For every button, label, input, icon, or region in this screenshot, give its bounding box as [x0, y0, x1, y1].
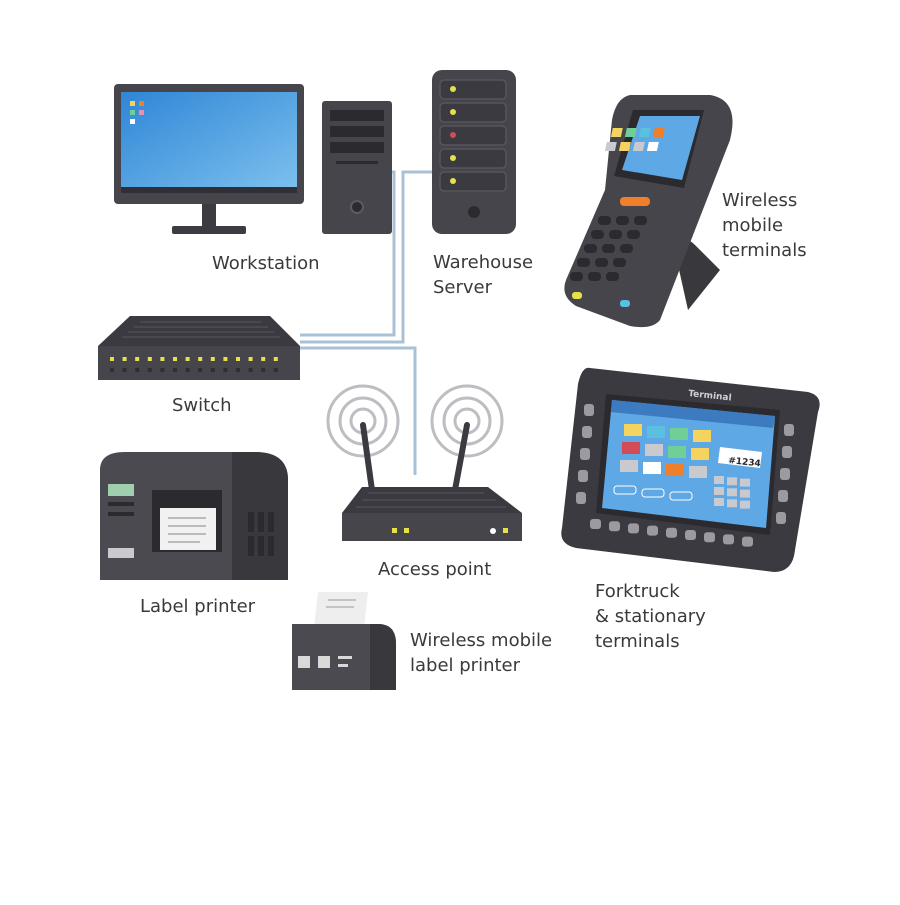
network-cables [300, 170, 432, 475]
switch-icon [98, 316, 300, 380]
label-printer-label: Label printer [140, 596, 256, 617]
stationary-terminals-label: Forktruck & stationary terminals [595, 581, 706, 652]
workstation-label: Workstation [212, 253, 320, 274]
access-point-icon [326, 384, 522, 541]
workstation-monitor-icon [114, 84, 304, 234]
stationary-terminal-icon: Terminal #1234 [561, 367, 820, 572]
terminal-screen-title: Terminal [688, 389, 732, 403]
warehouse-server-label: Warehouse Server [433, 252, 534, 298]
mobile-label-printer-label: Wireless mobile label printer [410, 630, 553, 676]
mobile-label-printer-icon [292, 592, 396, 690]
switch-label: Switch [172, 395, 232, 416]
access-point-label: Access point [378, 559, 492, 580]
mobile-terminal-icon [564, 95, 733, 328]
warehouse-server-icon [432, 70, 516, 234]
label-printer-icon [100, 452, 288, 580]
workstation-tower-icon [322, 101, 392, 234]
wifi-signal-icon [326, 384, 504, 458]
terminal-badge: #1234 [728, 456, 761, 469]
mobile-terminals-label: Wireless mobile terminals [722, 190, 807, 261]
